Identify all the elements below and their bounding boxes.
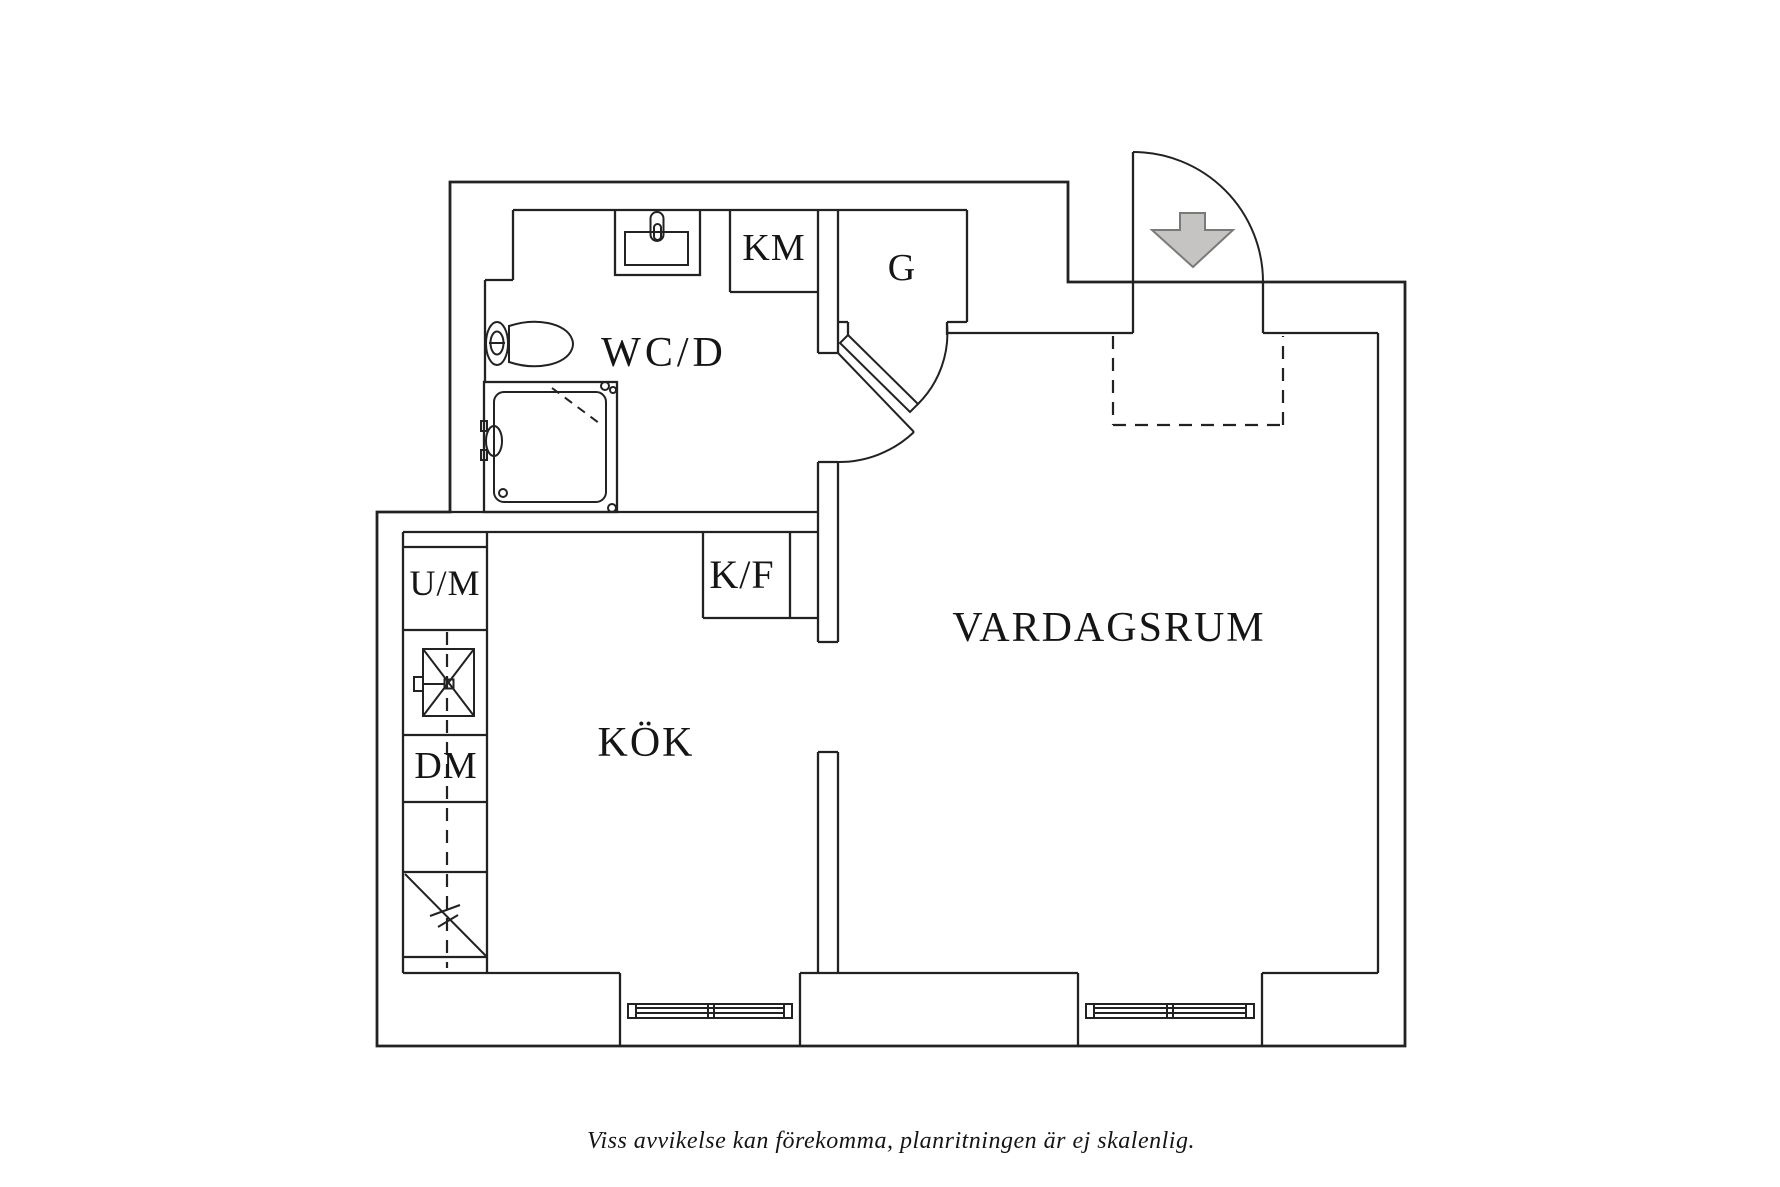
- stove-hob-icon: [413, 648, 475, 717]
- appliance-label-fridge: K/F: [709, 552, 774, 597]
- appliance-label-dishwasher: DM: [414, 745, 477, 787]
- interior-walls: [401, 208, 1380, 975]
- toilet-icon: [485, 320, 574, 368]
- shower-icon: [480, 380, 619, 514]
- appliance-label-oven-micro: U/M: [409, 563, 480, 603]
- room-label-kitchen: KÖK: [598, 720, 695, 766]
- washing-machine-box: [728, 210, 818, 294]
- sink-icon: [613, 210, 702, 277]
- fridge-freezer-box: [701, 532, 818, 620]
- kitchen-window-icon: [618, 973, 802, 1046]
- living-room-window-icon: [1076, 973, 1264, 1046]
- entry-door-swing: [1131, 151, 1264, 283]
- kitchen-counter: [403, 532, 489, 973]
- corner-cabinet-icon: [404, 873, 487, 957]
- wc-door-swing: [837, 352, 915, 464]
- room-label-wcd: WC/D: [601, 330, 727, 376]
- room-label-living: VARDAGSRUM: [952, 605, 1265, 651]
- entry-arrow-icon: [1149, 212, 1236, 269]
- appliance-label-washer: KM: [742, 227, 805, 269]
- wardrobe-dashed-outline: [1111, 336, 1285, 427]
- room-label-closet: G: [888, 247, 916, 289]
- closet-door-swing: [838, 323, 949, 414]
- outer-wall: [375, 180, 1407, 1048]
- disclaimer-text: Viss avvikelse kan förekomma, planritnin…: [587, 1128, 1195, 1154]
